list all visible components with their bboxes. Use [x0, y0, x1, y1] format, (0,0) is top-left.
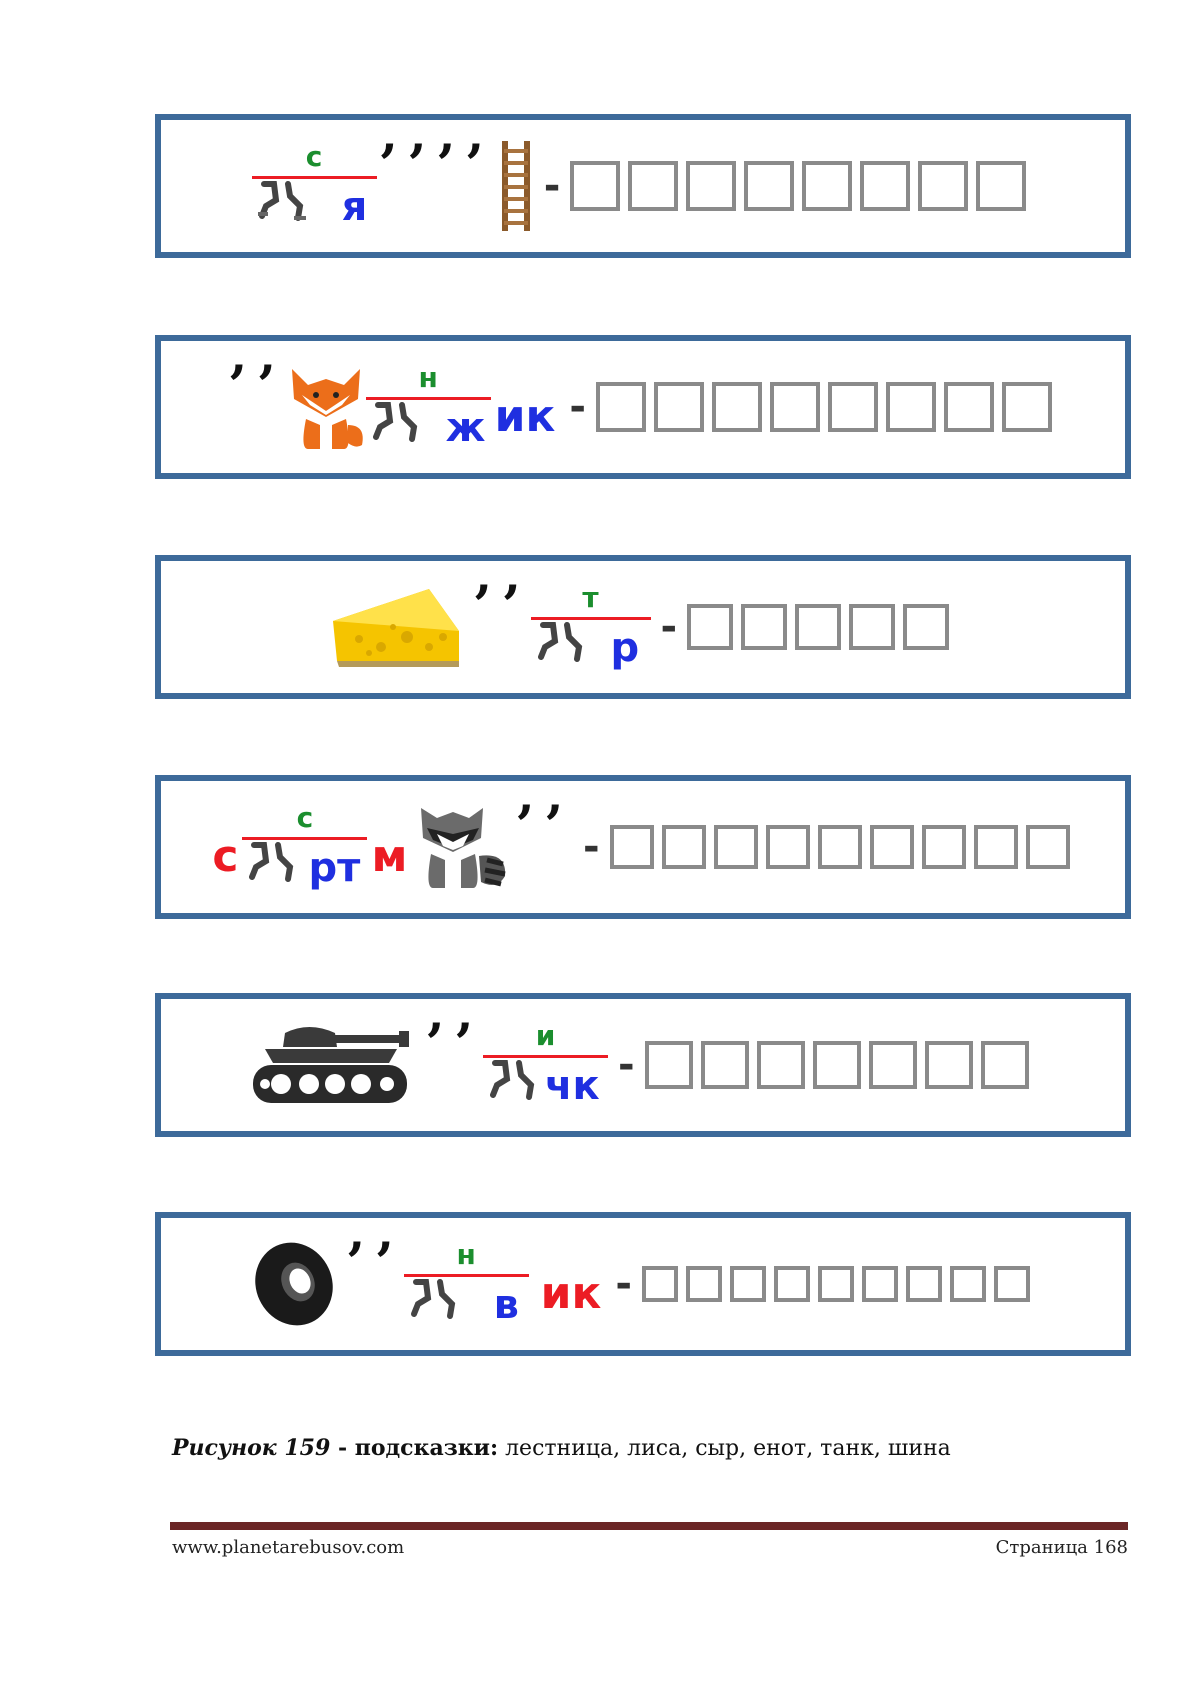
commas: ’’’’	[378, 132, 494, 196]
running-legs-icon: с рт	[242, 797, 368, 897]
dash: -	[618, 1042, 635, 1088]
rebus-row-2: ’’ н ж ик -	[155, 335, 1131, 479]
middle-letter: м	[371, 831, 408, 882]
rebus-row-6: ’’ н в ик -	[155, 1212, 1131, 1356]
runner-top-letter: и	[535, 1019, 556, 1052]
commas: ’’	[228, 353, 286, 417]
answer-boxes[interactable]	[595, 382, 1060, 432]
answer-boxes[interactable]	[609, 825, 1078, 869]
answer-boxes[interactable]	[687, 604, 957, 650]
fox-icon	[291, 369, 363, 449]
answer-boxes[interactable]	[570, 161, 1034, 211]
answer-boxes[interactable]	[644, 1041, 1037, 1089]
runner-after-letter: ж	[445, 405, 486, 451]
raccoon-icon	[421, 808, 506, 888]
rebus-row-3: ’’ т р -	[155, 555, 1131, 699]
runner-top-letter: н	[456, 1238, 476, 1271]
running-legs-icon: т р	[530, 577, 651, 677]
footer-url[interactable]: www.planetarebusov.com	[172, 1537, 405, 1558]
dash: -	[583, 824, 600, 870]
hint-list: лестница, лиса, сыр, енот, танк, шина	[498, 1436, 951, 1461]
cheese-icon	[332, 589, 459, 667]
runner-top-letter: т	[582, 581, 599, 614]
runner-after-letter: р	[610, 625, 640, 671]
runner-after-letter: я	[341, 184, 368, 230]
runner-top-letter: н	[418, 361, 438, 394]
tire-icon	[255, 1242, 333, 1326]
running-legs-icon: н в	[403, 1234, 529, 1334]
footer-rule	[170, 1522, 1128, 1530]
runner-after-letter: в	[493, 1282, 519, 1328]
tank-icon	[253, 1027, 410, 1103]
rebus-row-4: с с рт м ’’ -	[155, 775, 1131, 919]
commas: ’’	[515, 793, 574, 857]
dash: -	[569, 384, 586, 430]
page-number: Страница 168	[995, 1537, 1128, 1558]
prefix-letter: с	[212, 831, 239, 882]
running-legs-icon: с я	[251, 136, 377, 236]
caption-separator: -	[330, 1435, 355, 1461]
legs-icon	[249, 842, 294, 882]
suffix-letters: ик	[494, 391, 556, 442]
rebus-row-1: с я ’’’’ -	[155, 114, 1131, 258]
running-legs-icon: и чк	[483, 1015, 608, 1115]
legs-icon	[410, 1279, 455, 1319]
dash: -	[660, 604, 678, 650]
rebus-row-5: ’’ и чк -	[155, 993, 1131, 1137]
figure-number: Рисунок 159	[172, 1435, 331, 1461]
commas: ’’	[425, 1011, 483, 1075]
commas: ’’	[472, 573, 531, 637]
commas: ’’	[346, 1230, 404, 1294]
answer-boxes[interactable]	[641, 1266, 1038, 1302]
legs-icon	[372, 402, 417, 442]
figure-caption: Рисунок 159 - подсказки: лестница, лиса,…	[172, 1435, 951, 1461]
legs-icon	[257, 181, 306, 221]
legs-icon	[537, 622, 582, 662]
running-legs-icon: н ж	[365, 357, 491, 457]
runner-after-letter: чк	[545, 1063, 600, 1109]
legs-icon	[490, 1060, 535, 1100]
ladder-icon	[501, 141, 530, 231]
dash: -	[543, 163, 561, 209]
runner-after-letter: рт	[308, 845, 361, 891]
suffix-letters: ик	[540, 1268, 602, 1319]
runner-top-letter: с	[296, 801, 314, 834]
dash: -	[615, 1261, 632, 1307]
hint-label: подсказки:	[354, 1435, 499, 1461]
runner-top-letter: с	[305, 140, 323, 173]
